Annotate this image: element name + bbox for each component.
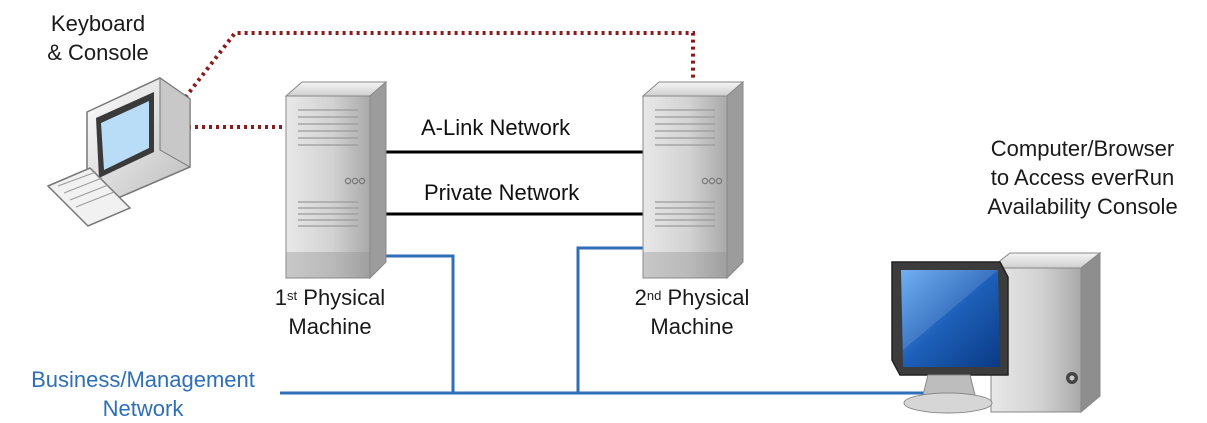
business-label-line1: Business/Management: [31, 367, 255, 392]
computer-label-line2: to Access everRun: [990, 165, 1175, 190]
business-label-line2: Network: [102, 396, 184, 421]
keyboard-console-label: Keyboard & Console: [38, 9, 158, 67]
private-links: [386, 150, 643, 216]
console-link: [179, 31, 695, 129]
terminal-icon: [46, 77, 191, 227]
computer-label-line3: Availability Console: [987, 194, 1178, 219]
keyboard-label-line2: & Console: [47, 40, 149, 65]
computer-label-line1: Computer/Browser: [990, 136, 1175, 161]
business-network-label: Business/Management Network: [5, 365, 281, 423]
machine2-label-line2: Machine: [650, 314, 734, 339]
business-network-lines: [280, 246, 930, 395]
keyboard-label-line1: Keyboard: [50, 11, 146, 36]
server-tower-icon: [641, 80, 745, 280]
desktop-computer-icon: [891, 251, 1102, 414]
computer-browser-label: Computer/Browser to Access everRun Avail…: [965, 134, 1200, 221]
machine1-label: 1st Physical Machine: [250, 283, 410, 341]
private-network-label: Private Network: [424, 180, 580, 205]
alink-network-label: A-Link Network: [421, 115, 571, 140]
machine1-label-line1: 1st Physical: [274, 285, 386, 310]
server-tower-icon: [284, 80, 388, 280]
machine2-label-line1: 2nd Physical: [634, 285, 750, 310]
machine1-label-line2: Machine: [288, 314, 372, 339]
machine2-label: 2nd Physical Machine: [612, 283, 772, 341]
